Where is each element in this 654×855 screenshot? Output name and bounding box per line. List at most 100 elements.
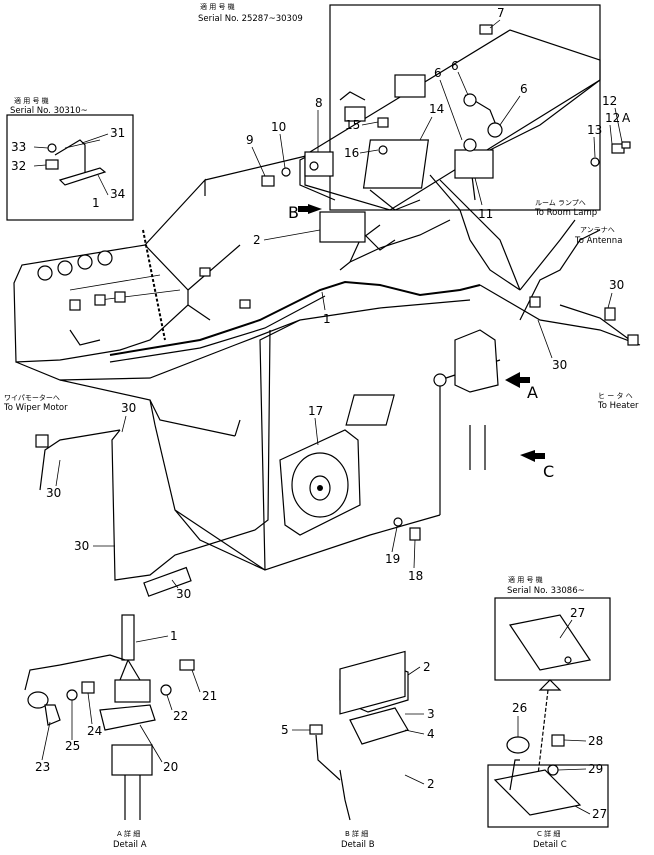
callout-24: 24: [87, 724, 102, 738]
serial-top-jp: 適 用 号 機: [200, 2, 235, 11]
clip-15: [344, 106, 366, 122]
callout-27a: 27: [570, 606, 585, 620]
room-lamp-caption: To Room Lamp: [534, 208, 597, 218]
detail-b-caption: Detail B: [341, 840, 375, 850]
callout-18: 18: [408, 569, 423, 583]
bolt-15: [377, 117, 389, 128]
callout-6a: 6: [434, 66, 442, 80]
switch-8: [304, 151, 334, 177]
detail-c: [487, 614, 609, 828]
callout-30b: 30: [552, 358, 567, 372]
washer-13: [590, 157, 600, 167]
washer-16: [378, 145, 388, 155]
inset-left: [6, 114, 134, 221]
callouts: 7 6 6 6 8 14 15 16 10 9 12 12 A 13 11 2 …: [11, 6, 631, 821]
arrow-c: [520, 450, 535, 462]
callout-34: 34: [110, 187, 125, 201]
letter-c: C: [543, 462, 554, 481]
detail-b: [309, 650, 409, 821]
washer-10: [281, 167, 291, 177]
heater-caption: To Heater: [597, 401, 639, 411]
relay-box-14: [362, 139, 430, 189]
switch-bracket: [394, 74, 426, 98]
antenna-jp: アンテナへ: [580, 226, 615, 234]
serial-top-caption: Serial No. 25287~30309: [198, 14, 303, 24]
callout-26: 26: [512, 701, 527, 715]
inset-c: [494, 597, 611, 681]
callout-30a: 30: [609, 278, 624, 292]
callout-6b: 6: [451, 59, 459, 73]
washer-33: [47, 143, 57, 153]
detail-a-jp: A 詳 細: [117, 829, 140, 838]
serial-left-caption: Serial No. 30310~: [10, 106, 88, 116]
plug-a: [345, 329, 499, 470]
inset-top: [329, 4, 601, 211]
speaker-17: [279, 429, 361, 536]
callout-15: 15: [345, 118, 360, 132]
callout-31: 31: [110, 126, 125, 140]
callout-25: 25: [65, 739, 80, 753]
detail-c-jp: C 詳 細: [537, 829, 560, 838]
callout-12: 12: [602, 94, 617, 108]
callout-30d: 30: [46, 486, 61, 500]
callout-1b: 1: [92, 196, 100, 210]
callout-12a-suffix: A: [622, 111, 631, 125]
callout-10: 10: [271, 120, 286, 134]
callout-9: 9: [246, 133, 254, 147]
detail-c-caption: Detail C: [533, 840, 567, 850]
connector-6b: [487, 122, 503, 138]
bolt-32: [45, 159, 59, 170]
callout-30f: 30: [176, 587, 191, 601]
serial-left-jp: 適 用 号 機: [14, 96, 49, 105]
heater-connector: [604, 307, 616, 321]
callout-27b: 27: [592, 807, 607, 821]
callout-6c: 6: [520, 82, 528, 96]
detail-a-caption: Detail A: [113, 840, 147, 850]
washer-19: [393, 517, 403, 527]
callout-13: 13: [587, 123, 602, 137]
antenna-caption: To Antenna: [574, 236, 622, 246]
callout-2c: 2: [427, 777, 435, 791]
tube-30: [143, 566, 192, 597]
callout-30c: 30: [121, 401, 136, 415]
callout-21: 21: [202, 689, 217, 703]
callout-30e: 30: [74, 539, 89, 553]
bolt-18: [409, 527, 421, 541]
connector-6a: [463, 93, 477, 107]
detail-a: [24, 614, 195, 820]
callout-3: 3: [427, 707, 435, 721]
callout-20: 20: [163, 760, 178, 774]
callout-8: 8: [315, 96, 323, 110]
callout-2: 2: [253, 233, 261, 247]
callout-1: 1: [323, 312, 331, 326]
bracket-assembly-31: [45, 139, 107, 186]
detail-b-jp: B 詳 細: [345, 829, 368, 838]
connector-2: [319, 211, 366, 243]
callout-14: 14: [429, 102, 444, 116]
connector-11: [454, 149, 494, 179]
callout-22: 22: [173, 709, 188, 723]
callout-23: 23: [35, 760, 50, 774]
engine-connectors: [37, 250, 251, 346]
arrow-a: [505, 372, 520, 388]
callout-28: 28: [588, 734, 603, 748]
callout-5: 5: [281, 723, 289, 737]
callout-11: 11: [478, 207, 493, 221]
bolt-7: [479, 24, 493, 35]
relay-panel: [304, 29, 601, 291]
callout-4: 4: [427, 727, 435, 741]
callout-17: 17: [308, 404, 323, 418]
callout-12a: 12: [605, 111, 620, 125]
callout-19: 19: [385, 552, 400, 566]
callout-1c: 1: [170, 629, 178, 643]
callout-29: 29: [588, 762, 603, 776]
wiper-connector: [35, 434, 49, 448]
letter-b: B: [288, 203, 299, 222]
room-lamp-jp: ルーム ランプへ: [535, 199, 586, 207]
callout-33: 33: [11, 140, 26, 154]
callout-2b: 2: [423, 660, 431, 674]
callout-7: 7: [497, 6, 505, 20]
callout-32: 32: [11, 159, 26, 173]
letter-a: A: [527, 383, 538, 402]
